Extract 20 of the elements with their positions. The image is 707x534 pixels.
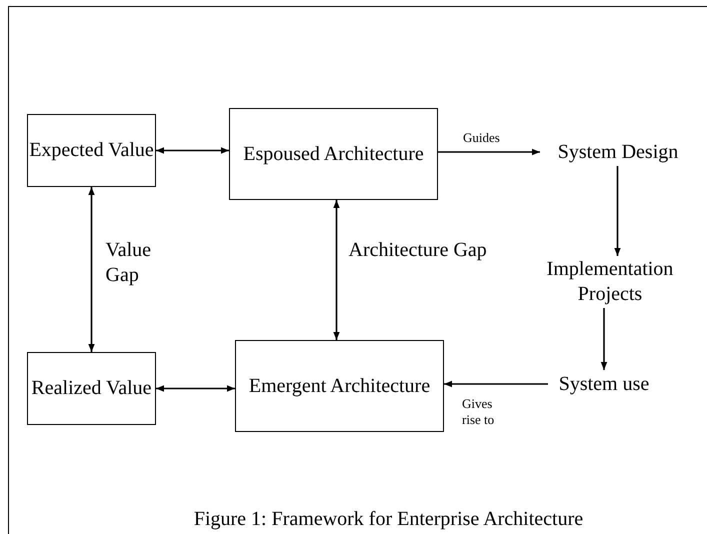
arrow [444,380,548,388]
process-box: Expected Value [27,114,156,187]
edge-label: Guides [463,130,500,146]
arrow [600,308,608,370]
process-box: Realized Value [27,352,156,425]
arrow [156,147,229,154]
stage-text: Implementation Projects [525,256,695,308]
edge-label: Architecture Gap [348,238,488,263]
edge-label: Value Gap [106,238,152,288]
process-box: Emergent Architecture [235,340,444,432]
process-box: Espoused Architecture [229,108,438,200]
arrow [438,148,540,156]
arrow [88,187,95,352]
stage-text: System Design [540,138,696,166]
figure-caption: Figure 1: Framework for Enterprise Architecture [192,508,584,531]
edge-label: Gives rise to [462,396,496,428]
arrow [614,166,621,256]
arrow [156,385,235,392]
arrow [333,200,340,340]
stage-text: System use [548,370,660,398]
